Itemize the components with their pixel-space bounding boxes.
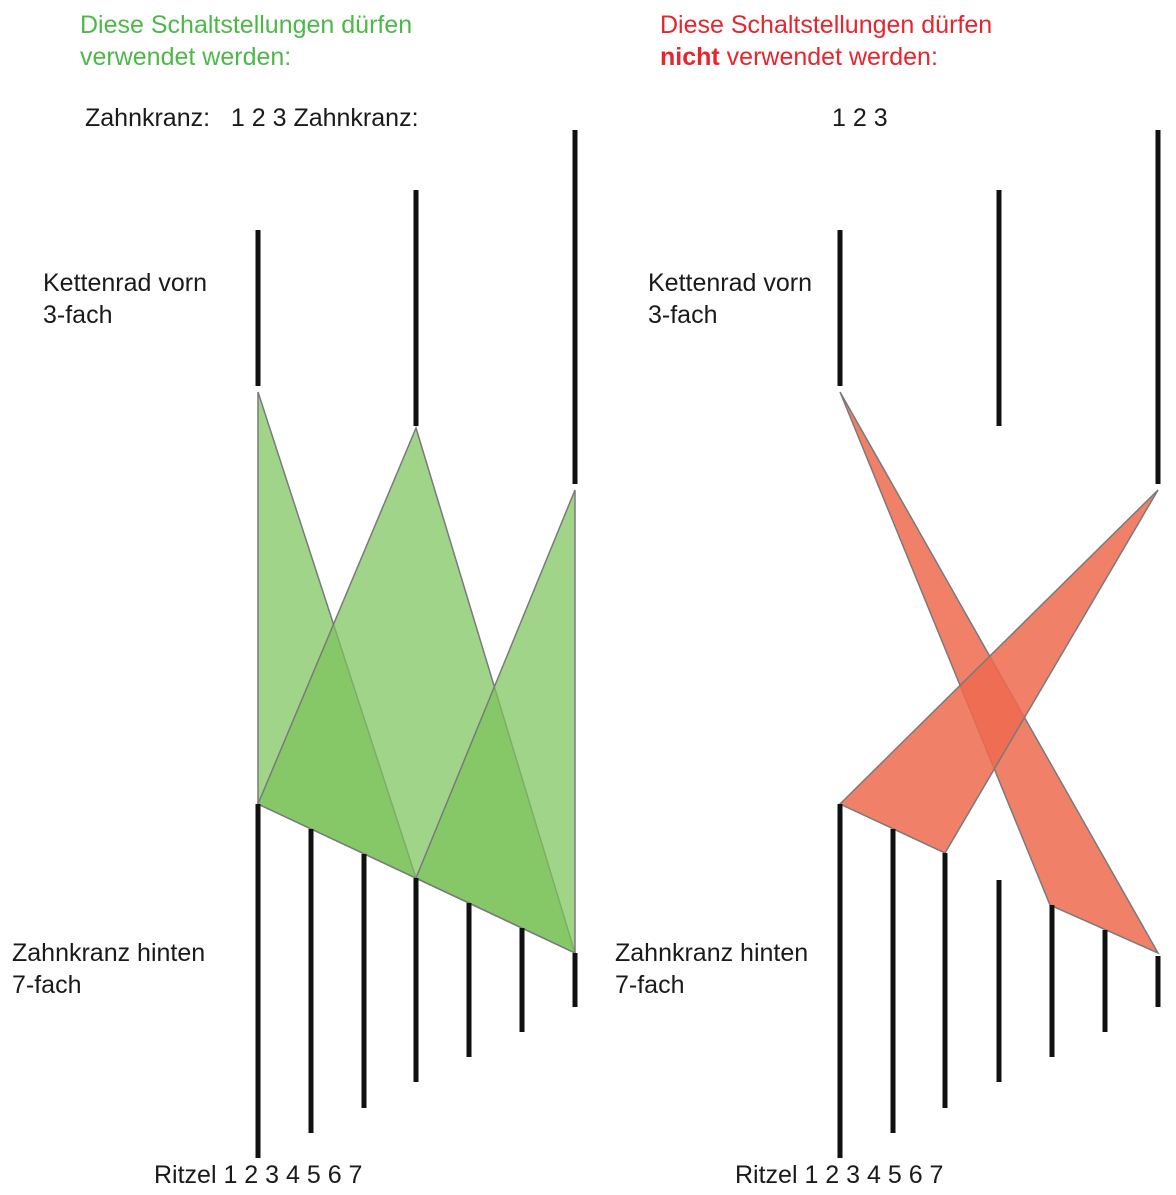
right-front-label-line2: 3-fach	[648, 301, 718, 329]
right-chainrings	[837, 130, 1161, 484]
left-rear-label-line1: Zahnkranz hinten	[12, 939, 206, 967]
left-front-label-line2: 3-fach	[43, 301, 113, 329]
right-front-label-line1: Kettenrad vorn	[648, 269, 812, 297]
right-rear-label-line2: 7-fach	[615, 971, 685, 999]
allowed-shift-paths	[257, 391, 577, 955]
right-bottom-label: Ritzel 1 2 3 4 5 6 7	[735, 1161, 944, 1189]
left-chainrings	[255, 130, 578, 484]
right-heading-bold: nicht	[660, 43, 720, 71]
right-rear-label-line1: Zahnkranz hinten	[615, 939, 809, 967]
forbidden-shift-paths	[838, 391, 1160, 955]
right-top-label: 1 2 3	[832, 104, 888, 132]
left-top-label: Zahnkranz: 1 2 3 Zahnkranz:	[85, 104, 419, 132]
left-heading-line2: verwendet werden:	[80, 43, 292, 71]
left-heading-line1: Diese Schaltstellungen dürfen	[80, 11, 413, 39]
left-rear-label-line2: 7-fach	[12, 971, 82, 999]
right-heading-rest: verwendet werden:	[719, 43, 938, 71]
left-sprockets	[255, 804, 578, 1158]
path-chainring3	[415, 489, 576, 955]
right-sprockets	[837, 804, 1161, 1158]
right-heading-line1: Diese Schaltstellungen dürfen	[660, 11, 993, 39]
left-bottom-label: Ritzel 1 2 3 4 5 6 7	[154, 1161, 363, 1189]
path-small-to-small	[838, 489, 1159, 854]
right-heading-line2: nicht verwendet werden:	[660, 42, 938, 73]
left-front-label-line1: Kettenrad vorn	[43, 269, 207, 297]
